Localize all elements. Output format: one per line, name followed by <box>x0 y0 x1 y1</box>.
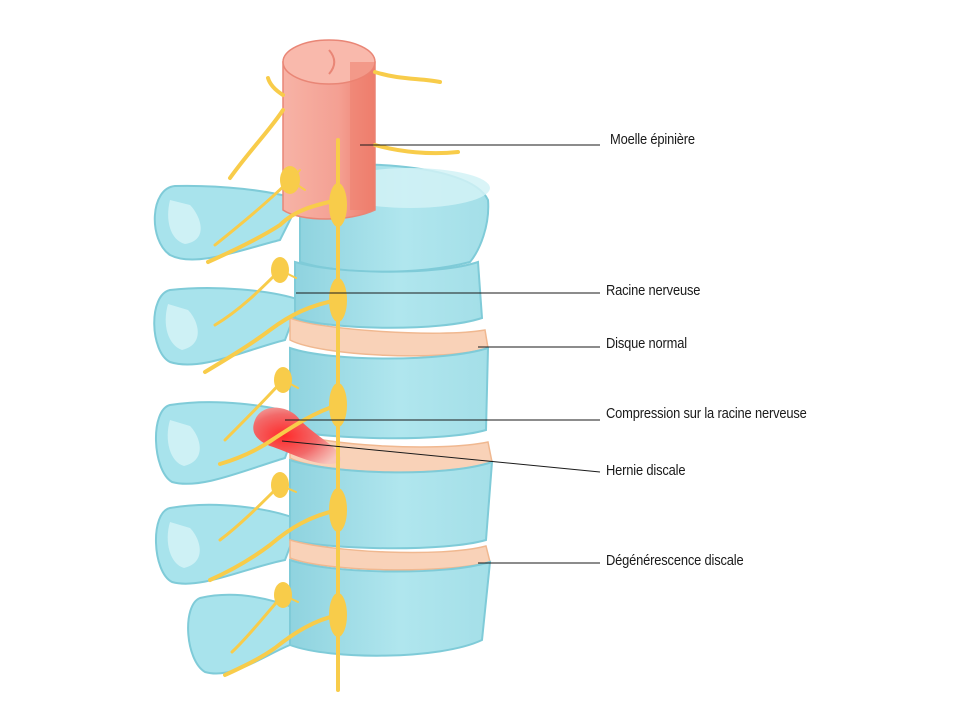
label-normal-disc: Disque normal <box>606 335 687 352</box>
label-spinal-cord: Moelle épinière <box>610 131 695 148</box>
label-compression: Compression sur la racine nerveuse <box>606 405 807 422</box>
spinal-cord <box>282 39 376 220</box>
leader-hernia <box>281 440 601 473</box>
label-herniated-disc: Hernie discale <box>606 462 686 479</box>
vertebra-5 <box>289 558 492 657</box>
process-highlights <box>165 200 201 568</box>
label-nerve-root: Racine nerveuse <box>606 282 701 299</box>
nerves <box>203 70 460 692</box>
vertebra-3 <box>289 346 490 440</box>
leader-lines <box>281 144 601 564</box>
vertebra-4 <box>289 458 494 550</box>
vertebra-2 <box>294 260 484 329</box>
label-degeneration: Dégénérescence discale <box>606 552 744 569</box>
disc-hernia <box>253 407 341 465</box>
